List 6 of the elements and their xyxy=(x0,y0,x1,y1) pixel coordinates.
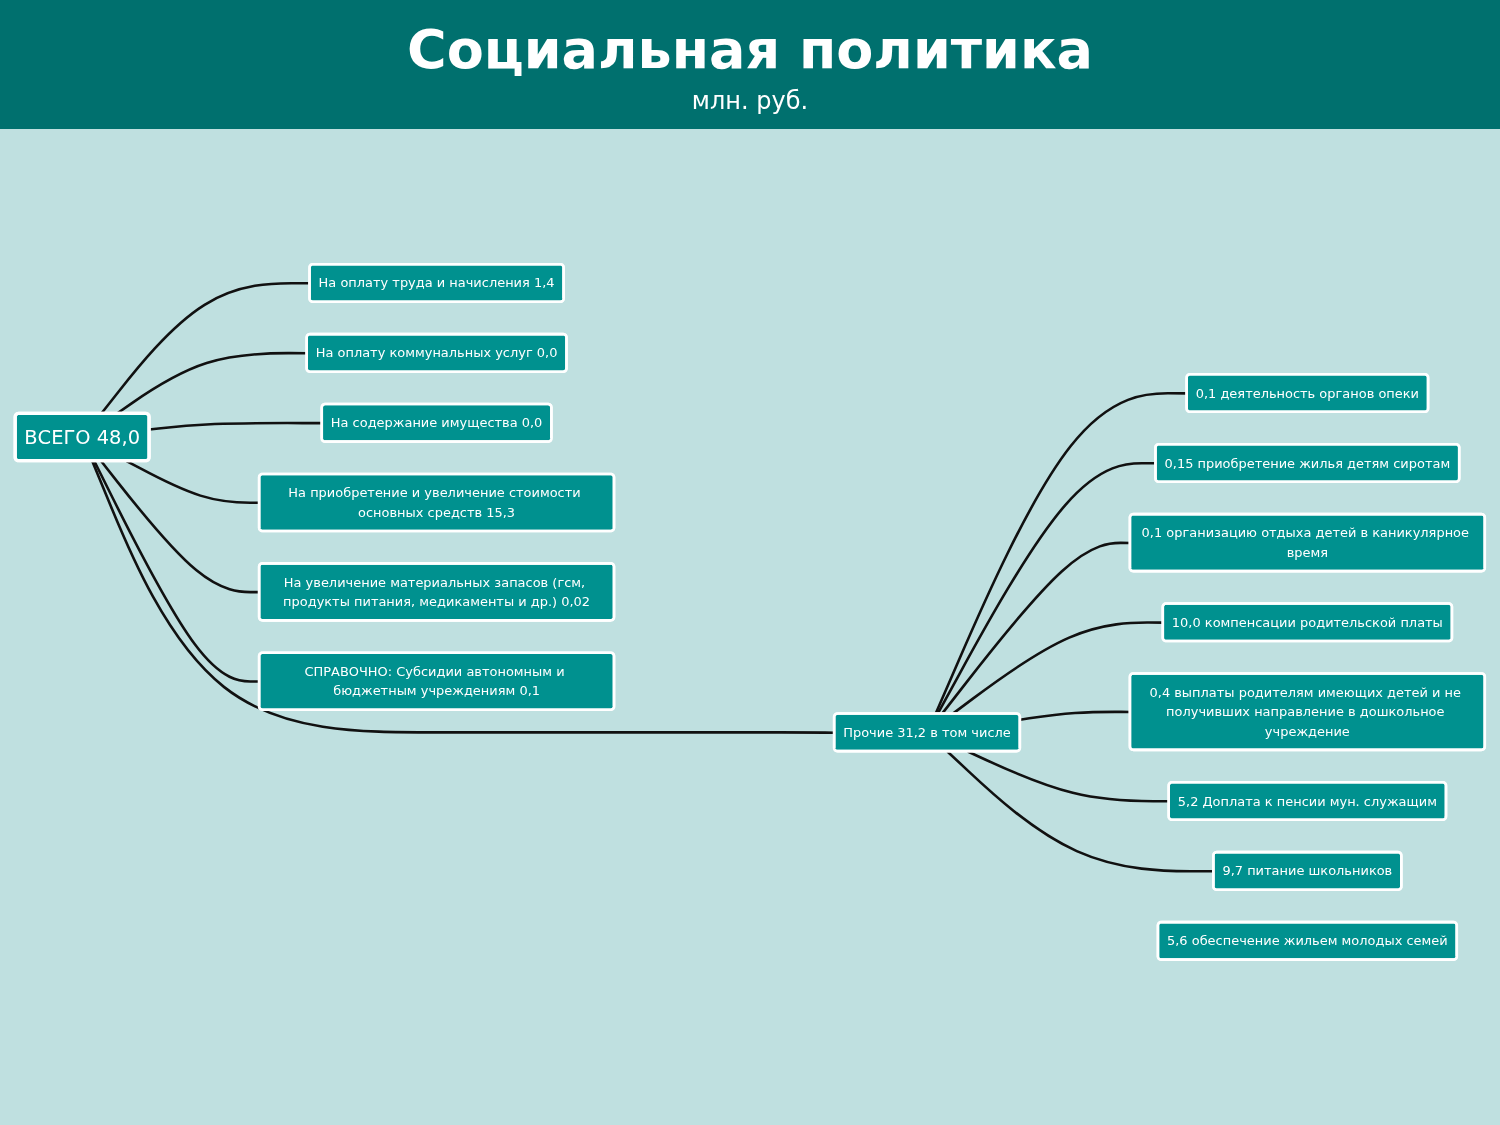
subtitle: млн. руб. xyxy=(690,87,810,115)
title: Социальная политика xyxy=(406,18,1094,81)
connector xyxy=(91,460,835,734)
connector xyxy=(93,460,260,683)
connector xyxy=(946,750,1214,873)
connector xyxy=(934,391,1187,714)
